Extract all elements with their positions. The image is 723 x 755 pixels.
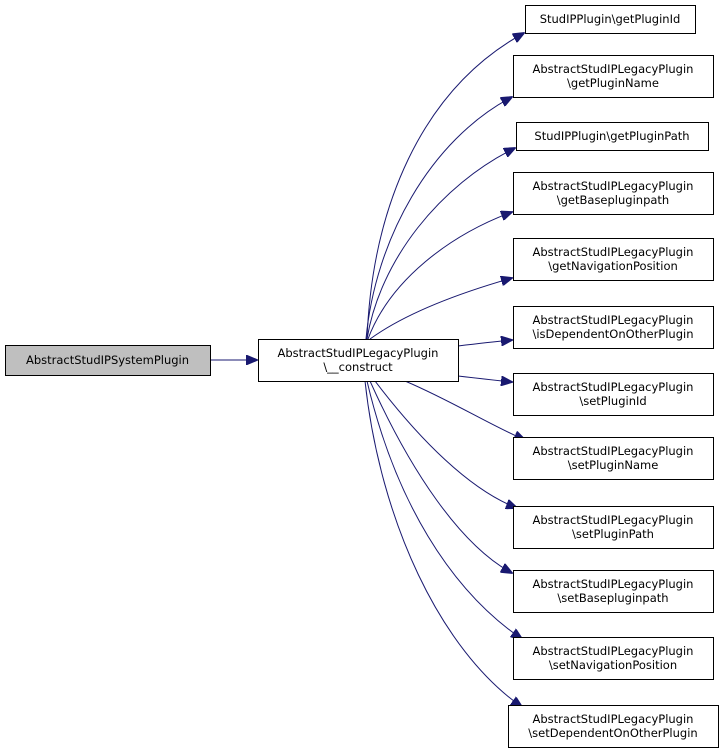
node-abstractstudiplegacyplugin-setnavigationposition-label-line: AbstractStudIPLegacyPlugin — [533, 644, 694, 658]
node-abstractstudiplegacyplugin-setbasepluginpath-label-line: AbstractStudIPLegacyPlugin — [533, 577, 694, 591]
edge-construct-to-target — [374, 380, 517, 508]
node-abstractstudiplegacyplugin-setbasepluginpath-label-line: \setBasepluginpath — [557, 591, 668, 605]
edge-construct-to-target — [369, 380, 512, 573]
node-abstractstudiplegacyplugin-setbasepluginpath-box[interactable] — [513, 570, 714, 613]
edge-construct-to-target — [365, 97, 512, 340]
node-studipplugin-getpluginid-box[interactable] — [525, 5, 696, 34]
edge-construct-to-target — [367, 212, 512, 340]
node-abstractstudiplegacyplugin-setpluginpath-label-line: AbstractStudIPLegacyPlugin — [533, 513, 694, 527]
node-abstractstudiplegacyplugin-setpluginname[interactable]: AbstractStudIPLegacyPlugin\setPluginName — [513, 437, 714, 480]
edge-construct-to-target — [364, 380, 522, 707]
node-abstract-studip-system-plugin[interactable]: AbstractStudIPSystemPlugin — [5, 345, 211, 376]
edge-construct-to-target — [366, 33, 524, 340]
edge-construct-to-target — [457, 340, 512, 347]
node-studipplugin-getpluginpath[interactable]: StudIPPlugin\getPluginPath — [516, 122, 709, 151]
node-studipplugin-getpluginid-label-line: StudIPPlugin\getPluginId — [540, 12, 681, 26]
node-abstractstudiplegacyplugin-isdependentonotherplugin-label-line: AbstractStudIPLegacyPlugin — [533, 313, 694, 327]
edge-construct-to-target — [457, 375, 512, 382]
edges — [210, 33, 525, 707]
node-abstractstudiplegacyplugin-getnavigationposition-label-line: \getNavigationPosition — [548, 259, 678, 273]
node-abstractstudiplegacyplugin-setpluginid-label-line: AbstractStudIPLegacyPlugin — [533, 380, 694, 394]
node-abstractstudiplegacyplugin-getnavigationposition[interactable]: AbstractStudIPLegacyPlugin\getNavigation… — [513, 238, 714, 281]
node-abstractstudiplegacyplugin-setnavigationposition-label-line: \setNavigationPosition — [549, 658, 677, 672]
node-studipplugin-getpluginid[interactable]: StudIPPlugin\getPluginId — [525, 5, 696, 34]
node-abstractstudiplegacyplugin-setpluginname-label-line: \setPluginName — [568, 458, 659, 472]
node-abstractstudiplegacyplugin-setdependentonotherplugin-label-line: AbstractStudIPLegacyPlugin — [533, 712, 694, 726]
node-abstract-studip-system-plugin-box[interactable] — [5, 345, 211, 376]
node-abstractstudiplegacyplugin-setpluginpath-box[interactable] — [513, 506, 714, 549]
node-abstractstudiplegacyplugin-getbasepluginpath-box[interactable] — [513, 172, 714, 215]
edge-construct-to-target — [369, 278, 512, 340]
node-abstractstudiplegacyplugin-getpluginname[interactable]: AbstractStudIPLegacyPlugin\getPluginName — [513, 55, 714, 98]
node-studipplugin-getpluginpath-box[interactable] — [516, 122, 709, 151]
node-abstractstudiplegacyplugin-getbasepluginpath[interactable]: AbstractStudIPLegacyPlugin\getBaseplugin… — [513, 172, 714, 215]
edge-construct-to-target — [404, 380, 525, 440]
node-legacy-plugin-construct-label-line: AbstractStudIPLegacyPlugin — [278, 346, 439, 360]
node-abstractstudiplegacyplugin-isdependentonotherplugin-label-line: \isDependentOnOtherPlugin — [532, 327, 693, 341]
node-abstractstudiplegacyplugin-setpluginpath-label-line: \setPluginPath — [572, 527, 654, 541]
node-abstractstudiplegacyplugin-getpluginname-box[interactable] — [513, 55, 714, 98]
node-abstractstudiplegacyplugin-setdependentonotherplugin[interactable]: AbstractStudIPLegacyPlugin\setDependentO… — [508, 705, 719, 748]
node-legacy-plugin-construct-box[interactable] — [258, 339, 459, 382]
node-abstractstudiplegacyplugin-getnavigationposition-label-line: AbstractStudIPLegacyPlugin — [533, 245, 694, 259]
node-abstractstudiplegacyplugin-setpluginid-box[interactable] — [513, 373, 714, 416]
node-abstractstudiplegacyplugin-isdependentonotherplugin-box[interactable] — [513, 306, 714, 349]
node-abstractstudiplegacyplugin-setpluginid-label-line: \setPluginId — [579, 394, 646, 408]
edge-construct-to-target — [366, 380, 522, 639]
node-abstractstudiplegacyplugin-setdependentonotherplugin-box[interactable] — [508, 705, 719, 748]
node-abstractstudiplegacyplugin-isdependentonotherplugin[interactable]: AbstractStudIPLegacyPlugin\isDependentOn… — [513, 306, 714, 349]
node-legacy-plugin-construct[interactable]: AbstractStudIPLegacyPlugin\__construct — [258, 339, 459, 382]
node-studipplugin-getpluginpath-label-line: StudIPPlugin\getPluginPath — [534, 129, 689, 143]
node-abstractstudiplegacyplugin-setbasepluginpath[interactable]: AbstractStudIPLegacyPlugin\setBaseplugin… — [513, 570, 714, 613]
node-abstractstudiplegacyplugin-setpluginname-label-line: AbstractStudIPLegacyPlugin — [533, 444, 694, 458]
node-legacy-plugin-construct-label-line: \__construct — [323, 360, 393, 374]
node-abstractstudiplegacyplugin-getbasepluginpath-label-line: AbstractStudIPLegacyPlugin — [533, 179, 694, 193]
node-abstractstudiplegacyplugin-setpluginname-box[interactable] — [513, 437, 714, 480]
node-abstractstudiplegacyplugin-getpluginname-label-line: AbstractStudIPLegacyPlugin — [533, 62, 694, 76]
node-abstract-studip-system-plugin-label-line: AbstractStudIPSystemPlugin — [26, 353, 189, 367]
node-abstractstudiplegacyplugin-setpluginpath[interactable]: AbstractStudIPLegacyPlugin\setPluginPath — [513, 506, 714, 549]
node-abstractstudiplegacyplugin-setpluginid[interactable]: AbstractStudIPLegacyPlugin\setPluginId — [513, 373, 714, 416]
edge-construct-to-target — [366, 148, 515, 340]
node-abstractstudiplegacyplugin-getbasepluginpath-label-line: \getBasepluginpath — [557, 193, 669, 207]
node-abstractstudiplegacyplugin-getnavigationposition-box[interactable] — [513, 238, 714, 281]
node-abstractstudiplegacyplugin-setnavigationposition[interactable]: AbstractStudIPLegacyPlugin\setNavigation… — [513, 637, 714, 680]
node-abstractstudiplegacyplugin-getpluginname-label-line: \getPluginName — [567, 76, 659, 90]
node-abstractstudiplegacyplugin-setdependentonotherplugin-label-line: \setDependentOnOtherPlugin — [528, 726, 697, 740]
node-abstractstudiplegacyplugin-setnavigationposition-box[interactable] — [513, 637, 714, 680]
